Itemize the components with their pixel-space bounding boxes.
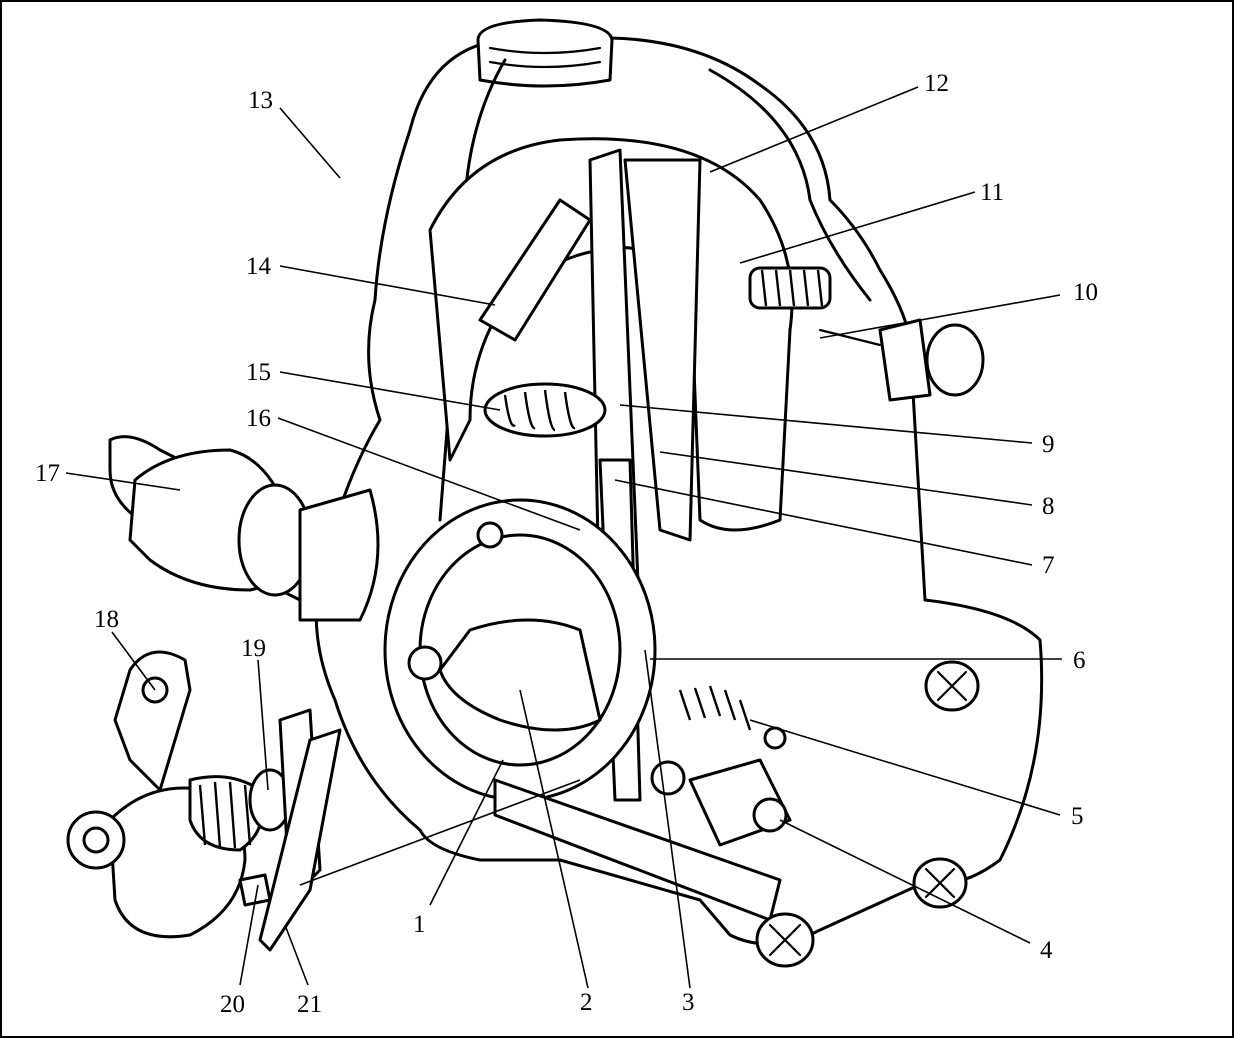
callout-18: 18 [94, 606, 119, 633]
callout-10: 10 [1073, 279, 1098, 306]
leader-17 [65, 472, 181, 491]
full-load-adjusting-screw [818, 318, 985, 402]
callout-9: 9 [1042, 431, 1055, 458]
leader-10 [819, 294, 1061, 339]
return-spring-coil [188, 775, 264, 852]
leader-15 [279, 371, 501, 411]
leader-lines [65, 86, 1062, 989]
callout-5: 5 [1071, 803, 1084, 830]
leader-19 [257, 659, 269, 791]
lower-bolt-head [755, 912, 815, 968]
pump-illustration [66, 18, 1044, 968]
drive-shaft [108, 435, 380, 622]
leader-21 [284, 924, 309, 986]
callout-13: 13 [248, 87, 273, 114]
callout-16: 16 [246, 405, 271, 432]
governor-spring [483, 382, 607, 438]
leader-1 [429, 759, 504, 906]
callout-21: 21 [297, 991, 322, 1018]
callout-4: 4 [1040, 937, 1053, 964]
callout-20: 20 [220, 991, 245, 1018]
vane-pump-rotor [383, 498, 657, 802]
leader-5 [749, 719, 1061, 816]
leader-19b [299, 779, 581, 886]
callout-8: 8 [1042, 493, 1055, 520]
right-bolt-head-lower [912, 857, 968, 909]
callout-2: 2 [580, 989, 593, 1016]
leader-2 [519, 689, 589, 989]
right-bolt-head-upper [924, 660, 980, 712]
callout-15: 15 [246, 359, 271, 386]
stop-block [238, 873, 272, 907]
housing-rib-right [708, 68, 872, 302]
leader-20 [239, 884, 259, 986]
callout-14: 14 [246, 253, 272, 280]
control-lever-assembly [66, 650, 342, 952]
leader-8 [659, 451, 1033, 506]
leader-14 [279, 265, 496, 306]
leader-7 [614, 479, 1033, 566]
leader-11 [739, 191, 976, 264]
callout-1: 1 [413, 911, 426, 938]
callout-7: 7 [1042, 552, 1055, 579]
leader-16 [277, 417, 581, 531]
callout-19: 19 [241, 635, 266, 662]
callout-6: 6 [1073, 647, 1086, 674]
callout-17: 17 [35, 460, 60, 487]
fuel-shutoff-solenoid [650, 758, 792, 847]
leader-9 [619, 404, 1033, 444]
tensioning-lever [623, 158, 702, 542]
callout-3: 3 [682, 989, 695, 1016]
leader-13 [279, 107, 341, 179]
callout-11: 11 [980, 179, 1004, 206]
callout-labels: 1 2 3 4 5 6 7 8 9 10 11 12 13 14 15 16 1… [35, 70, 1098, 1018]
upper-swing-arm [478, 198, 592, 342]
lever-shaft-nut [66, 810, 126, 870]
callout-12: 12 [924, 70, 949, 97]
leader-12 [709, 86, 919, 173]
adjusting-arm [258, 728, 342, 952]
leader-4 [779, 819, 1031, 944]
leader-3 [644, 649, 691, 989]
idle-spring [748, 266, 832, 310]
leader-18 [111, 631, 156, 691]
